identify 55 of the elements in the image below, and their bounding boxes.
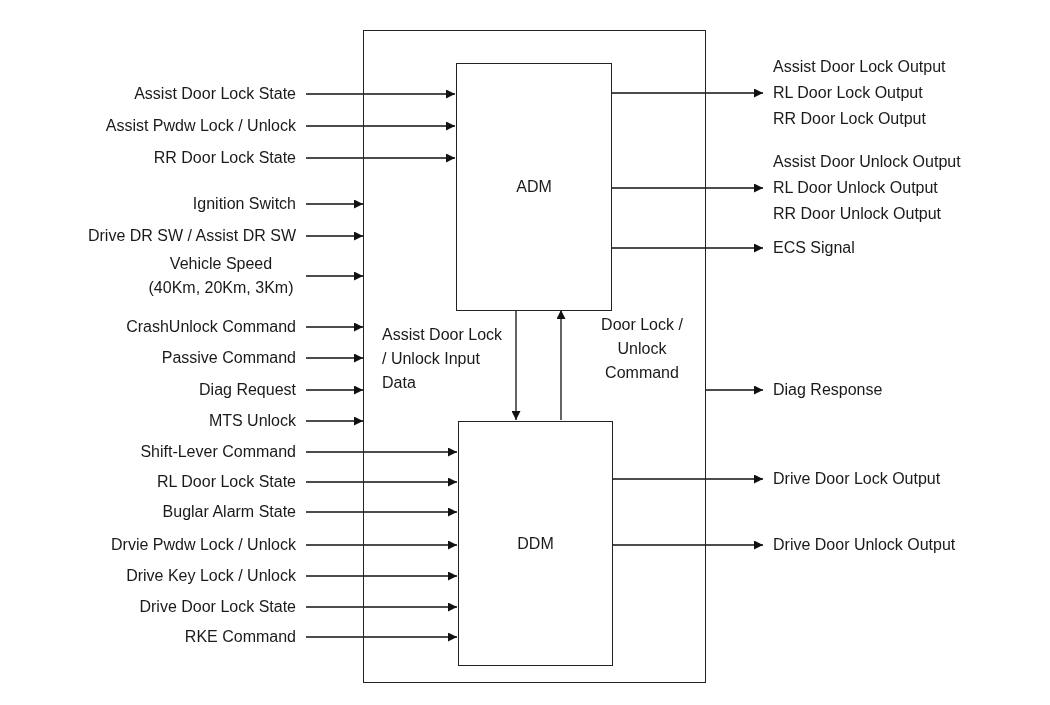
signal-label: Drvie Pwdw Lock / Unlock xyxy=(110,535,296,555)
signal-label: Assist Door Lock State xyxy=(133,84,296,104)
signal-label: RL Door Unlock Output xyxy=(773,178,939,198)
signal-label: Drive Door Lock Output xyxy=(773,469,942,489)
arrow xyxy=(305,602,458,612)
module-box: ADM xyxy=(456,63,612,311)
arrow xyxy=(610,183,764,193)
arrow xyxy=(305,353,364,363)
signal-label: Drive Key Lock / Unlock xyxy=(125,566,296,586)
signal-label: Buglar Alarm State xyxy=(161,502,296,522)
arrow xyxy=(305,271,364,281)
signal-label: Drive Door Unlock Output xyxy=(773,535,957,555)
signal-label: RR Door Lock Output xyxy=(773,109,927,129)
signal-label: Diag Response xyxy=(773,380,884,400)
module-box: DDM xyxy=(458,421,613,666)
arrow xyxy=(610,243,764,253)
signal-label: Drive Door Lock State xyxy=(138,597,296,617)
arrow xyxy=(305,416,364,426)
arrow xyxy=(705,385,764,395)
signal-label: MTS Unlock xyxy=(207,411,296,431)
system-frame xyxy=(363,30,706,683)
arrow xyxy=(305,447,458,457)
arrow xyxy=(305,632,458,642)
arrow xyxy=(305,153,456,163)
arrow xyxy=(305,89,456,99)
arrow xyxy=(610,88,764,98)
arrow xyxy=(305,322,364,332)
arrow xyxy=(305,231,364,241)
signal-label: RR Door Lock State xyxy=(152,148,296,168)
arrow xyxy=(611,474,764,484)
signal-label: RR Door Unlock Output xyxy=(773,204,943,224)
signal-label: Drive DR SW / Assist DR SW xyxy=(87,226,296,246)
arrow xyxy=(305,540,458,550)
arrow xyxy=(511,309,521,421)
arrow xyxy=(611,540,764,550)
arrow xyxy=(305,571,458,581)
arrow xyxy=(305,385,364,395)
signal-label: Shift-Lever Command xyxy=(139,442,296,462)
signal-label: Passive Command xyxy=(160,348,296,368)
signal-label: RKE Command xyxy=(183,627,296,647)
arrow xyxy=(556,309,566,421)
signal-label: RL Door Lock Output xyxy=(773,83,924,103)
signal-label: RL Door Lock State xyxy=(155,472,296,492)
signal-label: ECS Signal xyxy=(773,238,856,258)
signal-label: Vehicle Speed (40Km, 20Km, 3Km) xyxy=(147,254,295,298)
arrow xyxy=(305,477,458,487)
signal-label: Assist Door Lock Output xyxy=(773,57,947,77)
signal-label: Diag Request xyxy=(198,380,296,400)
arrow xyxy=(305,507,458,517)
signal-label: Ignition Switch xyxy=(191,194,296,214)
arrow xyxy=(305,199,364,209)
signal-label: CrashUnlock Command xyxy=(125,317,296,337)
arrow xyxy=(305,121,456,131)
signal-label: Assist Door Unlock Output xyxy=(773,152,962,172)
signal-label: Assist Pwdw Lock / Unlock xyxy=(104,116,296,136)
